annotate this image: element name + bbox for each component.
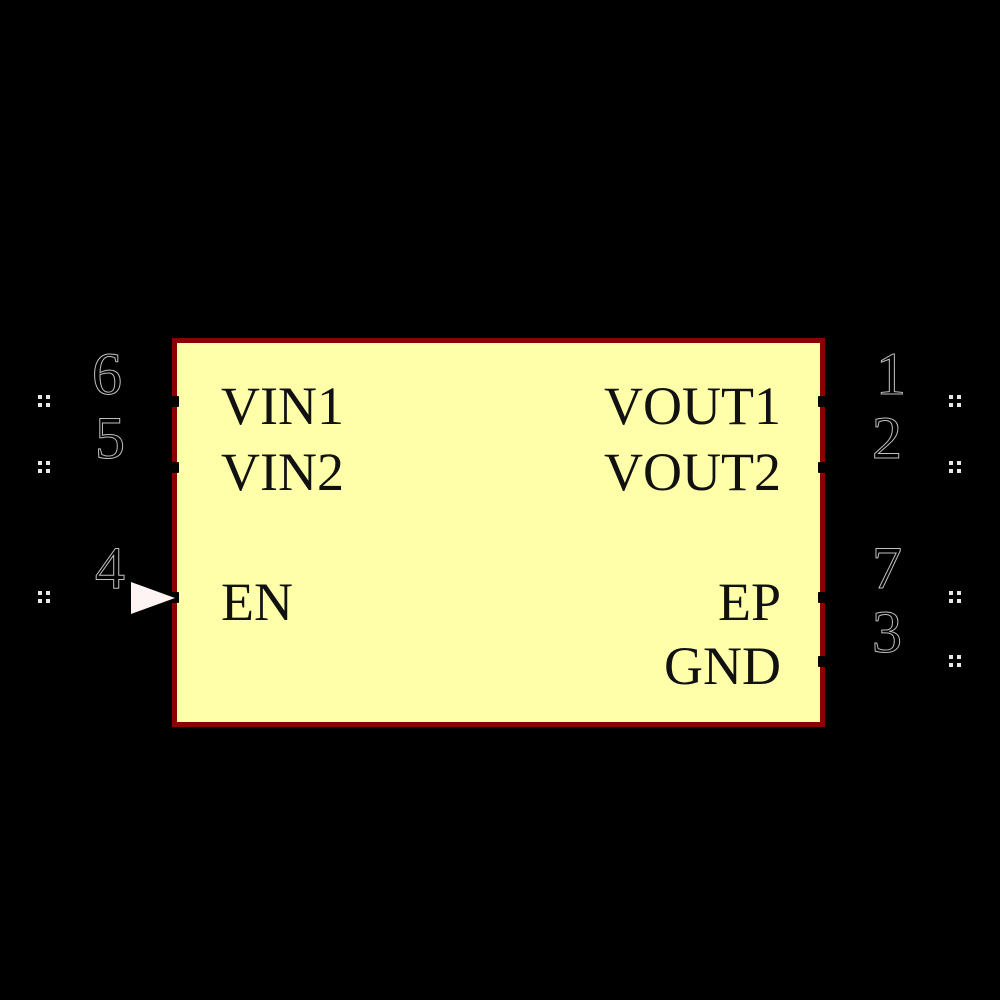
pin-nub-2 [818,462,830,473]
component-body[interactable] [172,338,825,727]
pin-number-6: 6 [92,341,123,407]
port-label-vin1: VIN1 [221,376,344,436]
pin-endpoint-marker-1[interactable] [949,395,962,408]
pin-number-7: 7 [872,535,903,601]
pin-wire-2 [822,466,955,469]
pin-nub-6 [167,396,179,407]
pin-number-1: 1 [876,341,907,407]
pin-number-3: 3 [872,599,903,665]
pin-nub-1 [818,396,830,407]
pin-wire-7 [822,596,955,599]
pin-wire-3 [822,660,955,663]
pin-endpoint-marker-6[interactable] [38,395,51,408]
port-label-en: EN [221,572,293,632]
pin-endpoint-marker-3[interactable] [949,655,962,668]
en-pin-triangle-icon [131,582,175,614]
pin-endpoint-marker-4[interactable] [38,591,51,604]
pin-nub-7 [818,592,830,603]
port-label-vout1: VOUT1 [604,376,781,436]
port-label-gnd: GND [664,636,781,696]
port-label-vin2: VIN2 [221,442,344,502]
pin-wire-6 [46,400,176,403]
pin-wire-5 [46,466,176,469]
pin-wire-4 [46,596,176,599]
pin-number-2: 2 [872,405,903,471]
pin-number-5: 5 [95,405,126,471]
port-label-ep: EP [717,572,781,632]
port-label-vout2: VOUT2 [604,442,781,502]
pin-endpoint-marker-5[interactable] [38,461,51,474]
pin-nub-5 [167,462,179,473]
pin-endpoint-marker-2[interactable] [949,461,962,474]
pin-endpoint-marker-7[interactable] [949,591,962,604]
pin-wire-1 [822,400,955,403]
pin-nub-3 [818,656,830,667]
pin-number-4: 4 [95,535,126,601]
